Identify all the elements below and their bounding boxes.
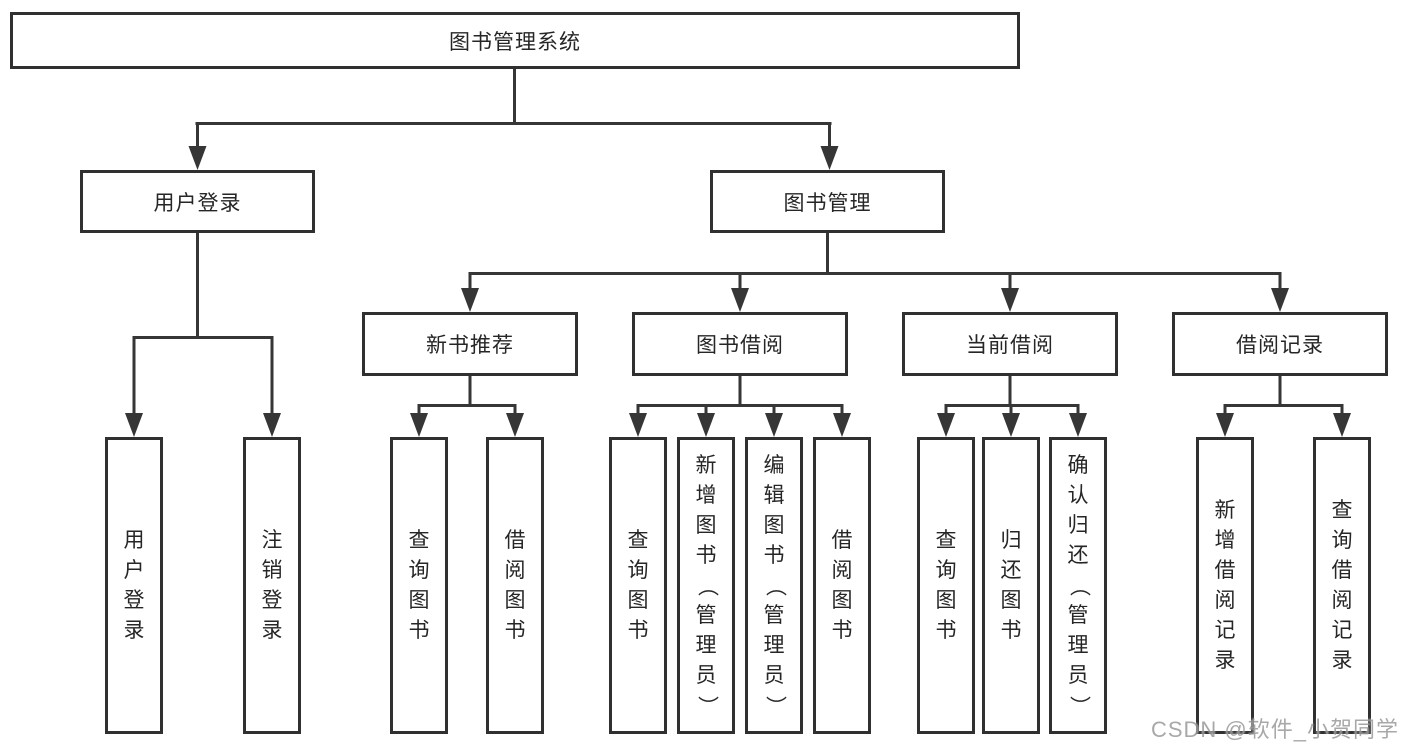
arrowhead-icon — [937, 413, 955, 437]
leaf-user-login: 用户登录 — [105, 437, 163, 734]
leaf-user-login-label: 用户登录 — [123, 528, 145, 642]
node-book-management-label: 图书管理 — [783, 191, 872, 215]
leaf-confirm-return-admin-label: 确认归还（管理员） — [1067, 453, 1090, 717]
node-book-borrow: 图书借阅 — [632, 312, 848, 376]
leaf-borrow-books-label: 借阅图书 — [831, 528, 853, 642]
arrowhead-icon — [629, 413, 647, 437]
arrowhead-icon — [765, 413, 783, 437]
leaf-borrow-books-recommend: 借阅图书 — [486, 437, 544, 734]
connector-userlogin-to-leaves — [132, 233, 274, 417]
leaf-return-book: 归还图书 — [982, 437, 1040, 734]
leaf-query-borrow-record-label: 查询借阅记录 — [1331, 498, 1353, 672]
node-user-login: 用户登录 — [80, 170, 315, 233]
node-new-book-recommend: 新书推荐 — [362, 312, 578, 376]
leaf-edit-book-admin: 编辑图书（管理员） — [745, 437, 803, 734]
connector-root-to-level2 — [195, 68, 832, 150]
arrowhead-icon — [697, 413, 715, 437]
leaf-query-books-borrow-label: 查询图书 — [627, 528, 649, 642]
arrowhead-icon — [125, 413, 143, 437]
arrowhead-icon — [1333, 413, 1351, 437]
leaf-confirm-return-admin: 确认归还（管理员） — [1049, 437, 1107, 734]
leaf-add-book-admin: 新增图书（管理员） — [677, 437, 735, 734]
leaf-add-borrow-record: 新增借阅记录 — [1196, 437, 1254, 734]
node-borrow-records: 借阅记录 — [1172, 312, 1388, 376]
arrowhead-icon — [461, 288, 479, 312]
leaf-edit-book-admin-label: 编辑图书（管理员） — [763, 453, 786, 717]
node-book-borrow-label: 图书借阅 — [696, 334, 784, 357]
connector-level3-to-leaves — [417, 376, 1344, 417]
watermark: CSDN @软件_小贺同学 — [1150, 717, 1399, 742]
arrowhead-icon — [506, 413, 524, 437]
arrowhead-icon — [1001, 288, 1019, 312]
arrowhead-icon — [731, 288, 749, 312]
connector-arrowheads — [125, 146, 1351, 437]
arrowhead-icon — [833, 413, 851, 437]
leaf-query-books-recommend-label: 查询图书 — [408, 528, 430, 642]
leaf-return-book-label: 归还图书 — [1000, 528, 1022, 642]
node-borrow-records-label: 借阅记录 — [1236, 334, 1324, 357]
node-user-login-label: 用户登录 — [153, 191, 242, 215]
leaf-borrow-books-recommend-label: 借阅图书 — [504, 528, 526, 642]
connector-lines — [132, 68, 1344, 417]
arrowhead-icon — [820, 146, 839, 170]
leaf-query-books-current: 查询图书 — [917, 437, 975, 734]
arrowhead-icon — [1271, 288, 1289, 312]
arrowhead-icon — [1002, 413, 1020, 437]
arrowhead-icon — [1216, 413, 1234, 437]
leaf-logout: 注销登录 — [243, 437, 301, 734]
leaf-add-book-admin-label: 新增图书（管理员） — [695, 453, 718, 717]
leaf-query-books-current-label: 查询图书 — [935, 528, 957, 642]
leaf-add-borrow-record-label: 新增借阅记录 — [1214, 498, 1236, 672]
arrowhead-icon — [1069, 413, 1087, 437]
node-current-borrow: 当前借阅 — [902, 312, 1118, 376]
node-book-management: 图书管理 — [710, 170, 945, 233]
leaf-query-books-recommend: 查询图书 — [390, 437, 448, 734]
leaf-logout-label: 注销登录 — [261, 528, 283, 642]
arrowhead-icon — [410, 413, 428, 437]
leaf-query-books-borrow: 查询图书 — [609, 437, 667, 734]
leaf-borrow-books: 借阅图书 — [813, 437, 871, 734]
leaf-query-borrow-record: 查询借阅记录 — [1313, 437, 1371, 734]
arrowhead-icon — [188, 146, 207, 170]
node-new-book-recommend-label: 新书推荐 — [426, 334, 514, 357]
node-root-label: 图书管理系统 — [449, 30, 581, 54]
node-root: 图书管理系统 — [10, 12, 1020, 69]
arrowhead-icon — [263, 413, 281, 437]
node-current-borrow-label: 当前借阅 — [966, 334, 1054, 357]
connector-bookmgmt-to-level3 — [468, 233, 1282, 292]
